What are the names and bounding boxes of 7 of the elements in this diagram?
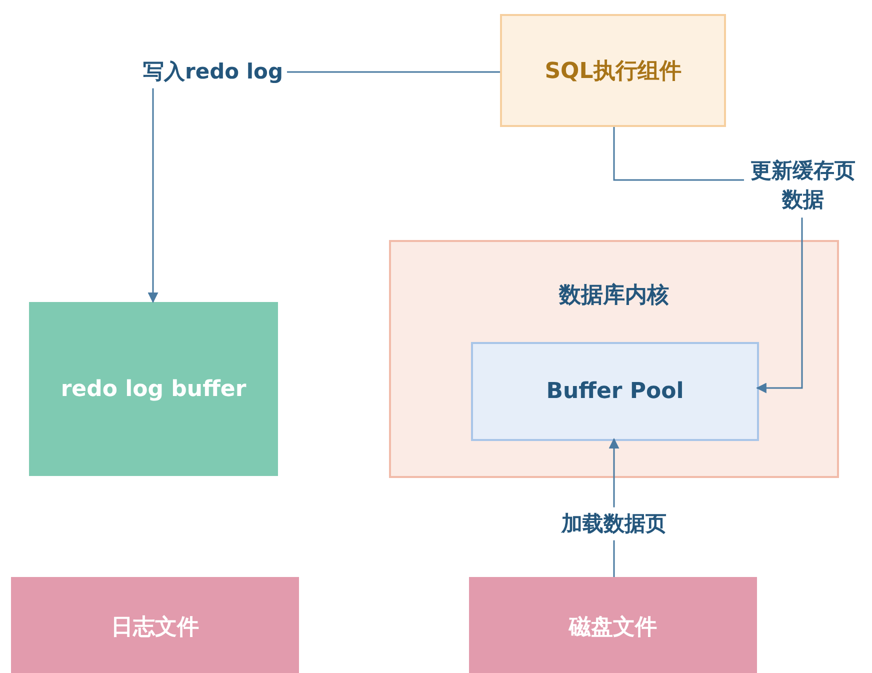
process-box: redo log buffer bbox=[29, 302, 278, 476]
process-box: 磁盘文件 bbox=[469, 577, 757, 673]
process-box: 日志文件 bbox=[11, 577, 299, 673]
container-box bbox=[389, 240, 839, 478]
box-heading: 数据库内核 bbox=[559, 282, 669, 310]
process-box: Buffer Pool bbox=[471, 342, 759, 441]
process-box: SQL执行组件 bbox=[500, 14, 726, 127]
